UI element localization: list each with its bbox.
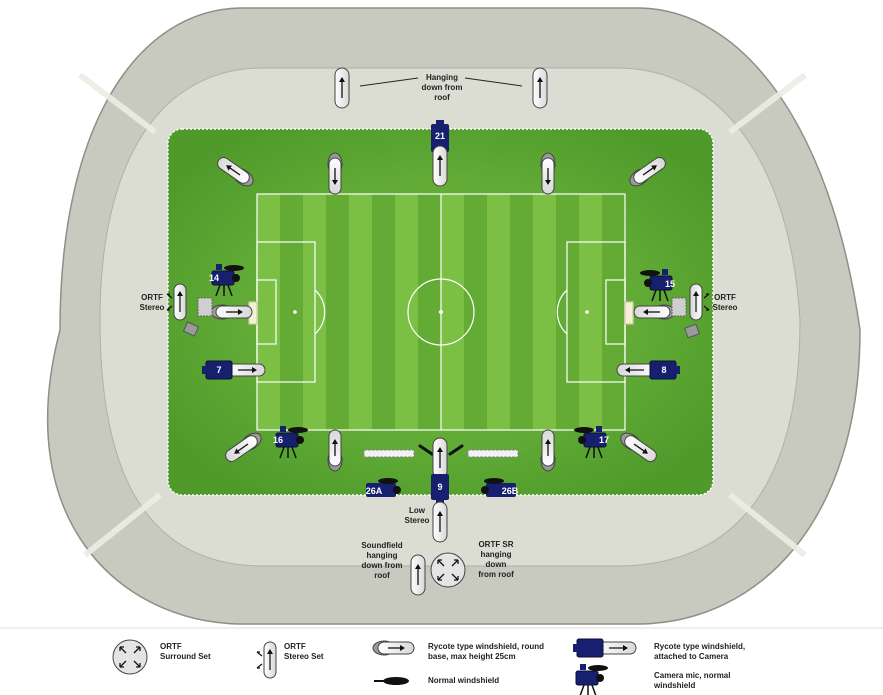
box-left xyxy=(182,321,200,337)
pitch-stripe xyxy=(418,194,442,430)
mic-top-right xyxy=(540,152,556,195)
pitch-stripe xyxy=(441,194,465,430)
legend-rycote-camera-label: Rycote type windshield,attached to Camer… xyxy=(654,642,746,661)
camera-16-label: 16 xyxy=(273,435,283,445)
pitch-stripe xyxy=(326,194,350,430)
legend-camera-mic-icon xyxy=(575,663,609,695)
legend-normal-windshield-label: Normal windshield xyxy=(428,676,500,685)
hanging-mic-right xyxy=(532,67,548,109)
mic-right-goal xyxy=(633,304,676,320)
pitch-stripe xyxy=(349,194,373,430)
camera-21-label: 21 xyxy=(435,131,445,141)
mic-bottom-right xyxy=(540,429,556,472)
svg-text:14: 14 xyxy=(209,273,219,283)
camera-26a xyxy=(366,478,401,497)
pitch-stripe xyxy=(579,194,603,430)
board-left xyxy=(363,449,415,458)
camera-8 xyxy=(616,360,681,380)
ortf-surround-roof xyxy=(430,552,466,588)
pitch-stripe xyxy=(280,194,304,430)
pitch-stripe xyxy=(464,194,488,430)
camera-9: 9 xyxy=(431,437,449,504)
pitch-stripe xyxy=(372,194,396,430)
pitch-stripe xyxy=(510,194,534,430)
svg-text:7: 7 xyxy=(216,365,221,375)
mic-top-left xyxy=(327,152,343,195)
soundfield-mic xyxy=(410,554,426,596)
camera-15-label: 15 xyxy=(665,279,675,289)
hanging-mic-left xyxy=(334,67,350,109)
legend-ortf-surround-icon xyxy=(112,639,148,675)
mic-bottom-left xyxy=(327,429,343,472)
svg-text:9: 9 xyxy=(437,482,442,492)
legend-rycote-camera-icon xyxy=(572,638,637,658)
legend-rycote-round-icon xyxy=(372,640,415,656)
stand-dividers xyxy=(78,72,807,558)
legend-ortf-stereo-icon xyxy=(256,641,277,679)
pitch-stripe xyxy=(556,194,580,430)
camera-26a-label: 26A xyxy=(366,486,383,496)
camera-17-label: 17 xyxy=(599,435,609,445)
pitch-stripe xyxy=(395,194,419,430)
camera-14: 14 xyxy=(209,263,245,297)
camera-8-label: 8 xyxy=(661,365,666,375)
camera-21: 21 xyxy=(431,120,449,187)
pitch-stripe xyxy=(487,194,511,430)
mic-left-goal xyxy=(210,304,253,320)
legend-normal-windshield-icon xyxy=(374,677,409,685)
low-stereo-mics xyxy=(418,444,464,456)
tripod-right xyxy=(671,297,687,317)
board-right xyxy=(467,449,519,458)
legend xyxy=(0,627,883,695)
camera-26b-label: 26B xyxy=(502,486,519,496)
camera-7: 7 xyxy=(201,360,266,380)
box-right xyxy=(684,323,700,339)
tripod-left xyxy=(197,297,213,317)
camera-26b xyxy=(481,478,516,497)
pitch-stripe xyxy=(533,194,557,430)
pitch-stripe xyxy=(257,194,281,430)
pitch-markings xyxy=(248,193,634,431)
